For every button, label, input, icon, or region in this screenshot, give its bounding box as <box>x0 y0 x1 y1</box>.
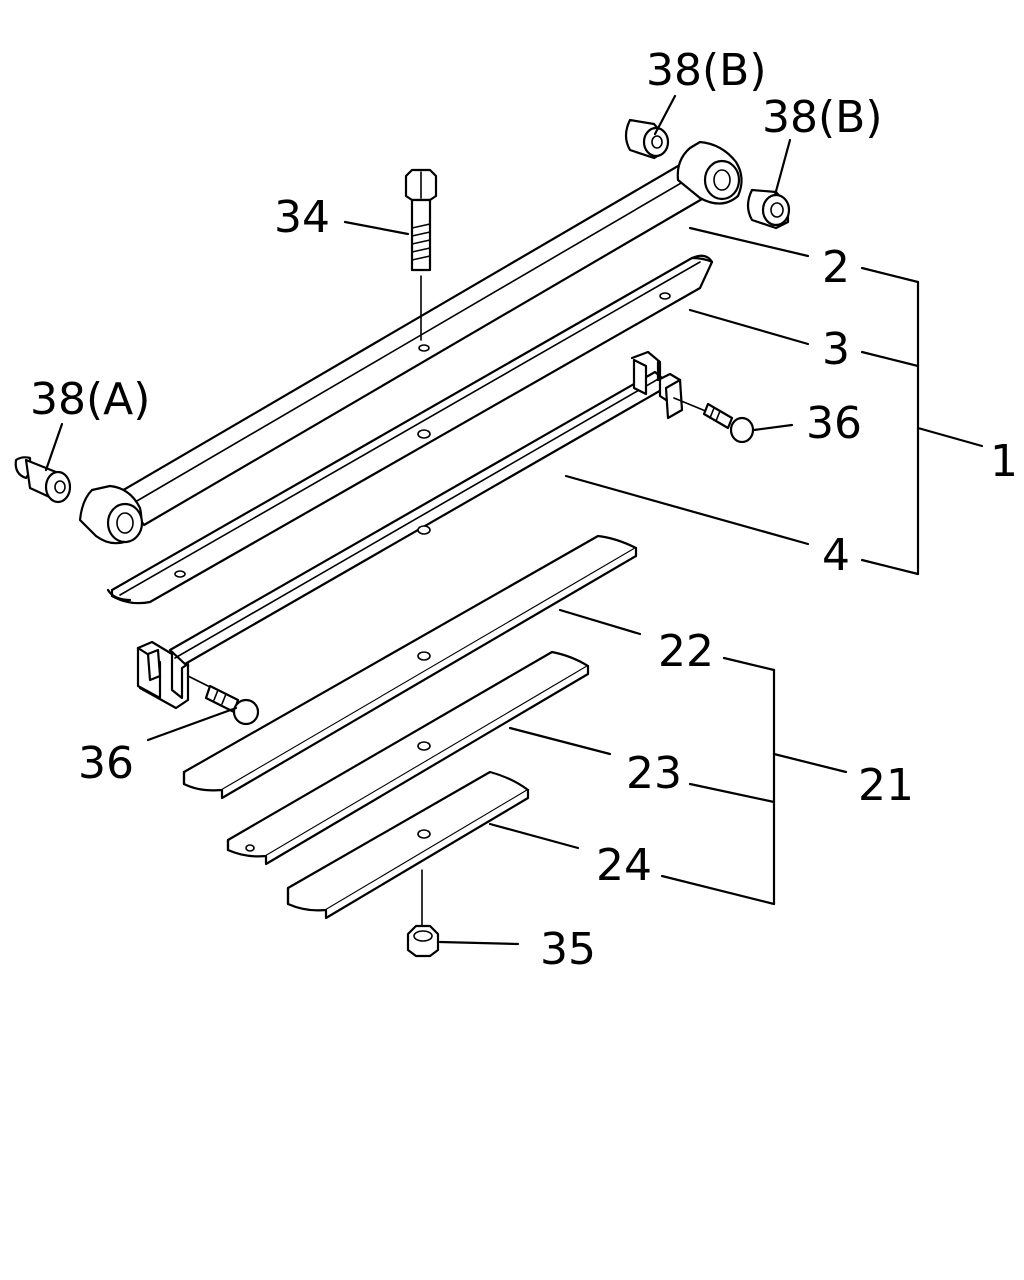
label-34: 34 <box>274 192 330 243</box>
label-22: 22 <box>658 626 714 677</box>
label-3: 3 <box>822 324 850 375</box>
callout-labels: 38(B) 38(B) 34 2 3 1 38(A) 36 4 22 36 23… <box>30 45 1018 975</box>
group-bracket-21 <box>660 656 848 906</box>
label-4: 4 <box>822 530 850 581</box>
label-38b-right: 38(B) <box>762 92 883 143</box>
label-2: 2 <box>822 242 850 293</box>
leader-lines <box>44 94 810 946</box>
label-21: 21 <box>858 760 914 811</box>
nut-35 <box>406 869 440 958</box>
leaf-23 <box>226 650 590 866</box>
bushing-38a <box>14 456 72 504</box>
bushing-38b-top <box>624 118 670 160</box>
label-1: 1 <box>990 436 1018 487</box>
label-36-left: 36 <box>78 738 134 789</box>
clip-bolt-36-left <box>187 675 260 726</box>
label-38b-top: 38(B) <box>646 45 767 96</box>
leaf-22 <box>182 534 638 800</box>
label-38a: 38(A) <box>30 374 150 425</box>
leaf-24 <box>286 770 530 920</box>
center-bolt-34 <box>404 168 438 341</box>
label-24: 24 <box>596 840 652 891</box>
leaf-4-with-clips <box>136 350 684 710</box>
clip-bolt-36-right <box>673 397 755 444</box>
leaf-3 <box>106 254 714 605</box>
label-23: 23 <box>626 748 682 799</box>
group-bracket-1 <box>860 266 984 576</box>
label-35: 35 <box>540 924 596 975</box>
bushing-38b-right <box>746 188 791 230</box>
main-leaf-2 <box>78 140 743 545</box>
label-36-right: 36 <box>806 398 862 449</box>
